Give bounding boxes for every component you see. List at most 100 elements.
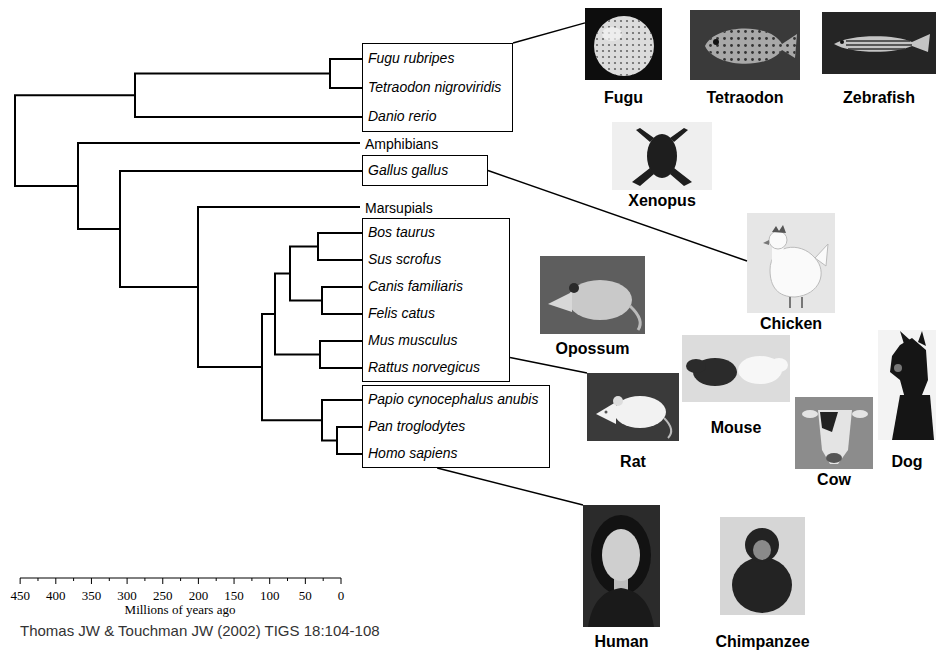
leader-line [513, 23, 585, 43]
rat-head [596, 402, 616, 424]
taxon-label: Amphibians [365, 136, 438, 152]
clade-box: Gallus gallus [362, 155, 488, 186]
tick-label: 450 [10, 588, 30, 604]
label-anchor: 350 [82, 586, 102, 604]
human-hair [591, 515, 651, 595]
rat-eye [605, 411, 608, 414]
hen-head [769, 231, 787, 249]
fish-eye [840, 40, 844, 44]
photo-card: Opossum [540, 256, 645, 358]
caption-holder: Chicken [747, 315, 835, 333]
photo-ground [795, 397, 873, 469]
hen-legs [790, 297, 802, 308]
caption-holder: Dog [878, 453, 936, 471]
photo-caption: Zebrafish [843, 89, 915, 107]
caption-holder: Chimpanzee [720, 633, 805, 651]
caption-holder: Tetraodon [690, 89, 800, 107]
label-anchor: 50 [299, 586, 312, 604]
label-anchor: 0 [338, 586, 345, 604]
human-face [602, 529, 640, 581]
dark-mouse-head [686, 359, 706, 373]
fugu-body [594, 16, 654, 76]
chicken-photo [747, 213, 835, 313]
photo-ground [583, 505, 660, 627]
dog-muzzle [894, 364, 902, 372]
taxon-label: Marsupials [365, 200, 433, 216]
photo-caption: Opossum [556, 340, 630, 358]
tick-label: 350 [82, 588, 102, 604]
photo-frame [612, 122, 712, 190]
tick-label: 150 [224, 588, 244, 604]
photo-frame [585, 8, 662, 80]
photo-card: Tetraodon [690, 10, 800, 107]
caption-holder: Human [583, 633, 660, 651]
species-name: Pan troglodytes [363, 413, 473, 440]
photo-ground [585, 8, 662, 80]
leader-line [437, 468, 583, 505]
caption-holder: Cow [795, 471, 873, 489]
cow-ear [802, 410, 818, 418]
rat-ear [613, 396, 623, 406]
photo-caption: Cow [817, 471, 851, 489]
fugu-spines [594, 16, 654, 76]
label-anchor: 200 [189, 586, 209, 604]
opossum-ear [569, 283, 579, 293]
tick-label: 0 [338, 588, 345, 604]
photo-card: Zebrafish [822, 12, 936, 107]
opossum-tail [630, 306, 640, 330]
tick-label: 250 [153, 588, 173, 604]
species-name: Mus musculus [363, 327, 465, 354]
species-name: Homo sapiens [363, 440, 466, 467]
white-mouse-head [770, 358, 788, 372]
label-anchor: 450 [10, 586, 30, 604]
opossum-body [568, 280, 632, 320]
photo-frame [747, 213, 835, 313]
caption-holder: Mouse [682, 419, 790, 437]
photo-ground [690, 10, 800, 80]
photo-ground [612, 122, 712, 190]
clade-box: Fugu rubripesTetraodon nigroviridisDanio… [362, 43, 513, 132]
photo-ground [587, 373, 679, 441]
clade-box: Papio cynocephalus anubisPan troglodytes… [362, 385, 550, 468]
photo-ground [822, 12, 936, 74]
citation: Thomas JW & Touchman JW (2002) TIGS 18:1… [20, 622, 380, 639]
photo-caption: Tetraodon [706, 89, 783, 107]
cow-ear [852, 410, 868, 418]
tetraodon-spots [705, 28, 797, 63]
caption-holder: Rat [587, 453, 679, 471]
species-name: Canis familiaris [363, 273, 471, 300]
label-anchor: 100 [260, 586, 280, 604]
rat-photo [587, 373, 679, 441]
label-anchor: 150 [224, 586, 244, 604]
chimp-head [745, 528, 779, 562]
photo-card: Dog [878, 330, 936, 471]
tetraodon-body [705, 28, 797, 63]
photo-ground [720, 517, 805, 615]
zebrafish-stripes [846, 41, 912, 49]
photo-caption: Human [594, 633, 648, 651]
photo-frame [587, 373, 679, 441]
photo-ground [540, 256, 645, 334]
tick-label: 400 [46, 588, 66, 604]
axis-title: Millions of years ago [125, 602, 236, 618]
caption-holder: Opossum [540, 340, 645, 358]
dog-photo [878, 330, 936, 440]
species-name: Tetraodon nigroviridis [363, 73, 509, 102]
photo-frame [822, 12, 936, 74]
human-photo [583, 505, 660, 627]
photo-caption: Chimpanzee [715, 633, 809, 651]
fish-eye [713, 39, 719, 45]
chimp-body [732, 557, 792, 613]
species-name: Danio rerio [363, 102, 444, 131]
zebrafish-body [834, 34, 930, 52]
label-anchor: 300 [117, 586, 137, 604]
photo-card: Mouse [682, 335, 790, 437]
cow-patch [820, 412, 838, 432]
tick-label: 50 [299, 588, 312, 604]
tree-branches [15, 59, 362, 454]
photo-card: Rat [587, 373, 679, 471]
photo-caption: Fugu [604, 89, 643, 107]
species-name: Sus scrofus [363, 246, 449, 273]
clade-box: Bos taurusSus scrofusCanis familiarisFel… [362, 218, 510, 382]
